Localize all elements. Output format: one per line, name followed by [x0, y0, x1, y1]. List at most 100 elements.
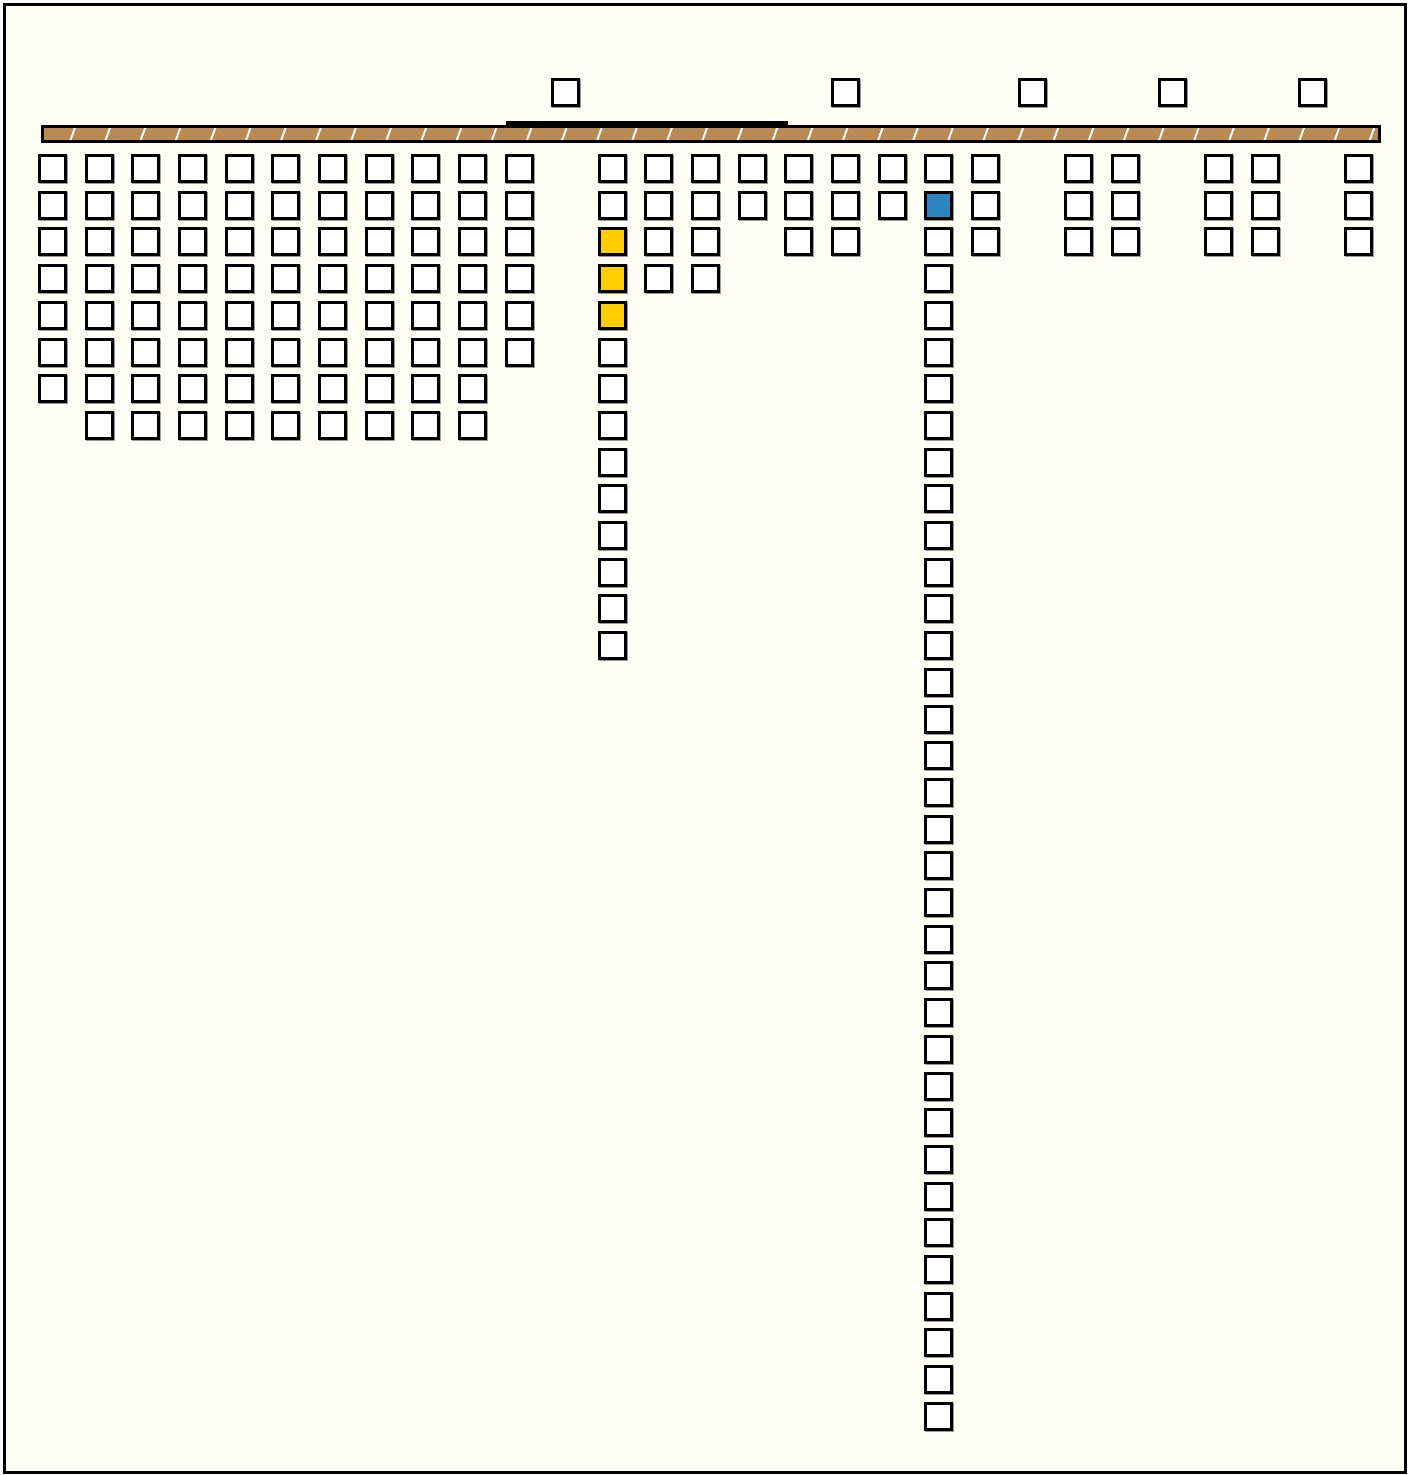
cell-empty[interactable]: [364, 300, 394, 330]
cell-empty[interactable]: [597, 484, 627, 514]
top-marker-square[interactable]: [1017, 78, 1047, 107]
cell-empty[interactable]: [84, 337, 114, 367]
cell-empty[interactable]: [1344, 154, 1374, 183]
cell-empty[interactable]: [924, 1181, 954, 1211]
cell-empty[interactable]: [924, 1108, 954, 1138]
cell-empty[interactable]: [177, 300, 207, 330]
cell-empty[interactable]: [1204, 154, 1234, 183]
cell-empty[interactable]: [924, 777, 954, 807]
cell-empty[interactable]: [364, 410, 394, 440]
cell-empty[interactable]: [1250, 227, 1280, 257]
cell-empty[interactable]: [504, 264, 534, 294]
cell-empty[interactable]: [411, 154, 441, 183]
cell-empty[interactable]: [271, 190, 301, 220]
cell-empty[interactable]: [924, 594, 954, 624]
cell-empty[interactable]: [1110, 154, 1140, 183]
cell-empty[interactable]: [597, 557, 627, 587]
cell-empty[interactable]: [411, 264, 441, 294]
cell-empty[interactable]: [924, 300, 954, 330]
top-marker-square[interactable]: [551, 78, 581, 107]
cell-empty[interactable]: [38, 154, 67, 183]
cell-empty[interactable]: [644, 264, 674, 294]
cell-empty[interactable]: [924, 888, 954, 917]
cell-empty[interactable]: [224, 300, 254, 330]
cell-empty[interactable]: [877, 190, 907, 220]
cell-empty[interactable]: [831, 190, 861, 220]
cell-empty[interactable]: [411, 190, 441, 220]
cell-empty[interactable]: [271, 374, 301, 404]
cell-empty[interactable]: [597, 594, 627, 624]
cell-empty[interactable]: [271, 227, 301, 257]
cell-empty[interactable]: [131, 154, 161, 183]
cell-empty[interactable]: [411, 337, 441, 367]
cell-empty[interactable]: [224, 227, 254, 257]
cell-empty[interactable]: [364, 337, 394, 367]
cell-empty[interactable]: [644, 227, 674, 257]
cell-empty[interactable]: [131, 337, 161, 367]
cell-empty[interactable]: [924, 1365, 954, 1395]
cell-empty[interactable]: [224, 190, 254, 220]
cell-empty[interactable]: [364, 154, 394, 183]
cell-empty[interactable]: [177, 264, 207, 294]
cell-empty[interactable]: [877, 154, 907, 183]
cell-empty[interactable]: [924, 631, 954, 661]
cell-empty[interactable]: [924, 961, 954, 991]
cell-empty[interactable]: [271, 300, 301, 330]
cell-empty[interactable]: [271, 264, 301, 294]
cell-empty[interactable]: [224, 264, 254, 294]
cell-empty[interactable]: [317, 227, 347, 257]
cell-empty[interactable]: [924, 154, 954, 183]
cell-empty[interactable]: [38, 300, 67, 330]
cell-blue[interactable]: [924, 190, 954, 220]
cell-empty[interactable]: [457, 154, 487, 183]
cell-empty[interactable]: [924, 484, 954, 514]
cell-empty[interactable]: [38, 264, 67, 294]
cell-empty[interactable]: [924, 1071, 954, 1101]
cell-empty[interactable]: [691, 264, 721, 294]
cell-empty[interactable]: [457, 410, 487, 440]
cell-empty[interactable]: [457, 374, 487, 404]
cell-empty[interactable]: [131, 227, 161, 257]
top-marker-square[interactable]: [1297, 78, 1327, 107]
cell-empty[interactable]: [1250, 190, 1280, 220]
cell-empty[interactable]: [597, 631, 627, 661]
cell-empty[interactable]: [924, 814, 954, 844]
cell-empty[interactable]: [924, 557, 954, 587]
cell-empty[interactable]: [924, 337, 954, 367]
cell-empty[interactable]: [971, 154, 1000, 183]
cell-empty[interactable]: [84, 264, 114, 294]
cell-empty[interactable]: [84, 410, 114, 440]
cell-empty[interactable]: [84, 154, 114, 183]
cell-empty[interactable]: [924, 410, 954, 440]
cell-empty[interactable]: [504, 227, 534, 257]
cell-empty[interactable]: [84, 300, 114, 330]
cell-empty[interactable]: [38, 374, 67, 404]
cell-empty[interactable]: [271, 337, 301, 367]
cell-empty[interactable]: [84, 374, 114, 404]
cell-empty[interactable]: [644, 190, 674, 220]
cell-empty[interactable]: [924, 1328, 954, 1358]
cell-empty[interactable]: [924, 1218, 954, 1248]
cell-empty[interactable]: [924, 227, 954, 257]
cell-empty[interactable]: [924, 447, 954, 477]
cell-empty[interactable]: [317, 190, 347, 220]
cell-empty[interactable]: [691, 190, 721, 220]
cell-empty[interactable]: [924, 998, 954, 1028]
cell-empty[interactable]: [131, 190, 161, 220]
cell-empty[interactable]: [38, 337, 67, 367]
cell-empty[interactable]: [924, 1255, 954, 1284]
cell-empty[interactable]: [924, 374, 954, 404]
cell-empty[interactable]: [457, 337, 487, 367]
cell-empty[interactable]: [224, 154, 254, 183]
cell-empty[interactable]: [1204, 227, 1234, 257]
cell-empty[interactable]: [504, 337, 534, 367]
cell-empty[interactable]: [1110, 227, 1140, 257]
cell-empty[interactable]: [317, 410, 347, 440]
cell-empty[interactable]: [504, 154, 534, 183]
cell-empty[interactable]: [924, 264, 954, 294]
cell-empty[interactable]: [177, 374, 207, 404]
cell-empty[interactable]: [924, 1144, 954, 1174]
cell-empty[interactable]: [597, 521, 627, 550]
cell-empty[interactable]: [317, 154, 347, 183]
cell-empty[interactable]: [271, 410, 301, 440]
